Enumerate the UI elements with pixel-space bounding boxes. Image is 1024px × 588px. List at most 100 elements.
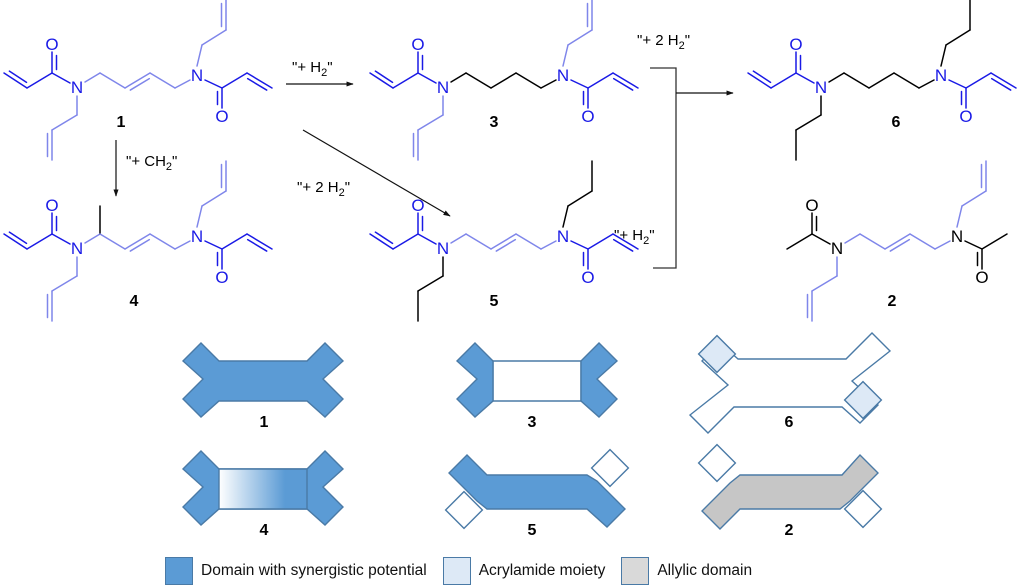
bond <box>515 72 542 89</box>
vinyl-bond-second <box>752 70 772 84</box>
bond <box>201 190 227 207</box>
oxygen-atom: O <box>45 196 58 215</box>
domain-shape-2 <box>697 443 883 530</box>
oxygen-atom: O <box>959 107 972 126</box>
bond <box>562 44 569 67</box>
vinyl-bond <box>246 72 273 89</box>
nitrogen-atom: N <box>71 78 83 97</box>
bond <box>828 72 845 83</box>
nitrogen-atom: N <box>437 239 449 258</box>
bond <box>26 72 53 89</box>
oxygen-atom: O <box>581 268 594 287</box>
bond <box>417 275 444 292</box>
bond <box>893 72 920 89</box>
vinyl-bond-second <box>8 70 28 84</box>
vinyl-bond <box>3 233 28 250</box>
legend-label-synergistic: Domain with synergistic potential <box>201 562 427 579</box>
bond <box>174 240 191 250</box>
bond <box>587 72 614 89</box>
bond <box>567 190 593 207</box>
bond <box>174 79 191 89</box>
bond <box>909 233 936 250</box>
bond <box>570 79 589 89</box>
bond <box>26 233 53 250</box>
oxygen-atom: O <box>789 35 802 54</box>
bond <box>204 240 223 250</box>
vinyl-bond <box>369 72 394 89</box>
legend-swatch-allylic <box>621 557 650 585</box>
legend-item-synergistic: Domain with synergistic potential <box>165 557 427 585</box>
domain-shape-4 <box>181 450 345 526</box>
vinyl-bond <box>612 72 639 89</box>
bond <box>392 233 419 250</box>
bond <box>795 72 815 84</box>
oxygen-atom: O <box>581 107 594 126</box>
bond <box>51 233 71 245</box>
nitrogen-atom: N <box>191 66 203 85</box>
domain-shape-3 <box>455 342 619 418</box>
compound-label-2: 2 <box>888 293 897 310</box>
compound-label-6: 6 <box>892 114 901 131</box>
vinyl-bond <box>3 72 28 89</box>
methyl-bond <box>786 233 813 250</box>
acrylamide-tip-left <box>697 334 737 374</box>
compound-label-4: 4 <box>130 293 139 310</box>
vinyl-bond-second <box>8 231 28 245</box>
open-tip-right <box>843 489 883 529</box>
bond <box>450 72 467 83</box>
bone-center-gradient <box>218 468 308 510</box>
vinyl-bond-second <box>246 238 268 252</box>
oxygen-atom: O <box>215 107 228 126</box>
bond <box>562 205 569 228</box>
vinyl-bond <box>747 72 772 89</box>
bond <box>567 29 593 46</box>
oxygen-atom: O <box>805 196 818 215</box>
condition-5-to-6: "+ H2" <box>614 227 655 247</box>
bond <box>51 275 78 292</box>
bond <box>940 44 947 67</box>
bond <box>417 72 437 84</box>
bond <box>934 240 951 250</box>
bond <box>868 72 895 89</box>
legend-item-allylic: Allylic domain <box>621 557 752 585</box>
bond <box>948 79 967 89</box>
vinyl-bond <box>612 233 639 250</box>
bond <box>465 233 492 250</box>
open-tip-left <box>697 443 737 483</box>
compound-label-1: 1 <box>117 114 126 131</box>
nitrogen-atom: N <box>557 66 569 85</box>
bone-body <box>688 332 892 434</box>
vinyl-bond-second <box>990 77 1012 91</box>
compound-label-5: 5 <box>490 293 499 310</box>
legend-swatch-acrylamide <box>442 557 471 585</box>
condition-1-to-3: "+ H2" <box>292 59 333 79</box>
bond <box>201 29 227 46</box>
legend-label-acrylamide: Acrylamide moiety <box>478 562 606 579</box>
bond <box>811 233 831 245</box>
vinyl-bond-second <box>374 231 394 245</box>
alkene-bond-second <box>889 238 911 252</box>
methyl-bond <box>981 233 1008 250</box>
merge-bracket <box>650 67 677 269</box>
bond <box>51 114 78 131</box>
bone-end-right <box>580 342 619 418</box>
bond <box>515 233 542 250</box>
alkene-bond-second <box>129 77 151 91</box>
compound-label-3: 3 <box>490 114 499 131</box>
domain-shape-5 <box>444 448 630 530</box>
legend-swatch-synergistic <box>165 557 193 585</box>
alkene-bond-second <box>495 238 517 252</box>
condition-1-to-5: "+ 2 H2" <box>297 179 350 199</box>
nitrogen-atom: N <box>951 227 963 246</box>
nitrogen-atom: N <box>557 227 569 246</box>
shape-label-6: 6 <box>785 414 794 431</box>
condition-1-to-4: "+ CH2" <box>126 153 177 173</box>
alkene-bond-second <box>129 238 151 252</box>
bond <box>196 205 203 228</box>
bond <box>795 114 822 131</box>
